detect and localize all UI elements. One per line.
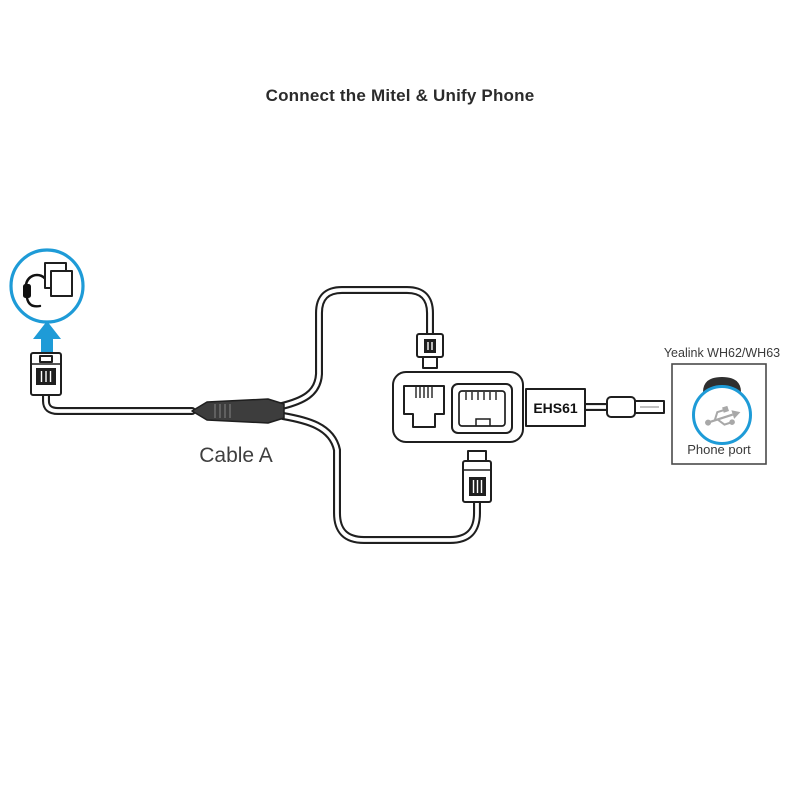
ehs61-label-box xyxy=(525,388,586,427)
headset-port-badge xyxy=(9,248,85,324)
cable-junction xyxy=(191,398,285,424)
rj-plug-left xyxy=(30,352,62,396)
ehs-adapter xyxy=(392,371,524,443)
rj-plug-top xyxy=(416,333,444,369)
rj-plug-bottom xyxy=(462,450,492,503)
arrow-up-icon xyxy=(33,321,61,355)
rj45-jack-icon xyxy=(451,383,513,434)
cable-a-bottom-branch xyxy=(279,412,481,544)
pages-icon xyxy=(44,262,73,297)
usb-icon xyxy=(705,405,741,426)
phone-port-label: Phone port xyxy=(687,442,751,457)
usb-plug xyxy=(606,396,665,418)
headset-base xyxy=(671,363,767,465)
ehs61-label: EHS61 xyxy=(533,399,578,416)
page-title: Connect the Mitel & Unify Phone xyxy=(265,86,535,105)
phone-port-ring xyxy=(692,385,752,445)
cable-a-left-segment xyxy=(42,392,196,415)
headset-model-label: Yealink WH62/WH63 xyxy=(663,346,781,360)
cable-a-label: Cable A xyxy=(199,444,273,467)
rj11-jack-icon xyxy=(403,385,445,428)
cable-a-top-branch xyxy=(278,286,434,410)
